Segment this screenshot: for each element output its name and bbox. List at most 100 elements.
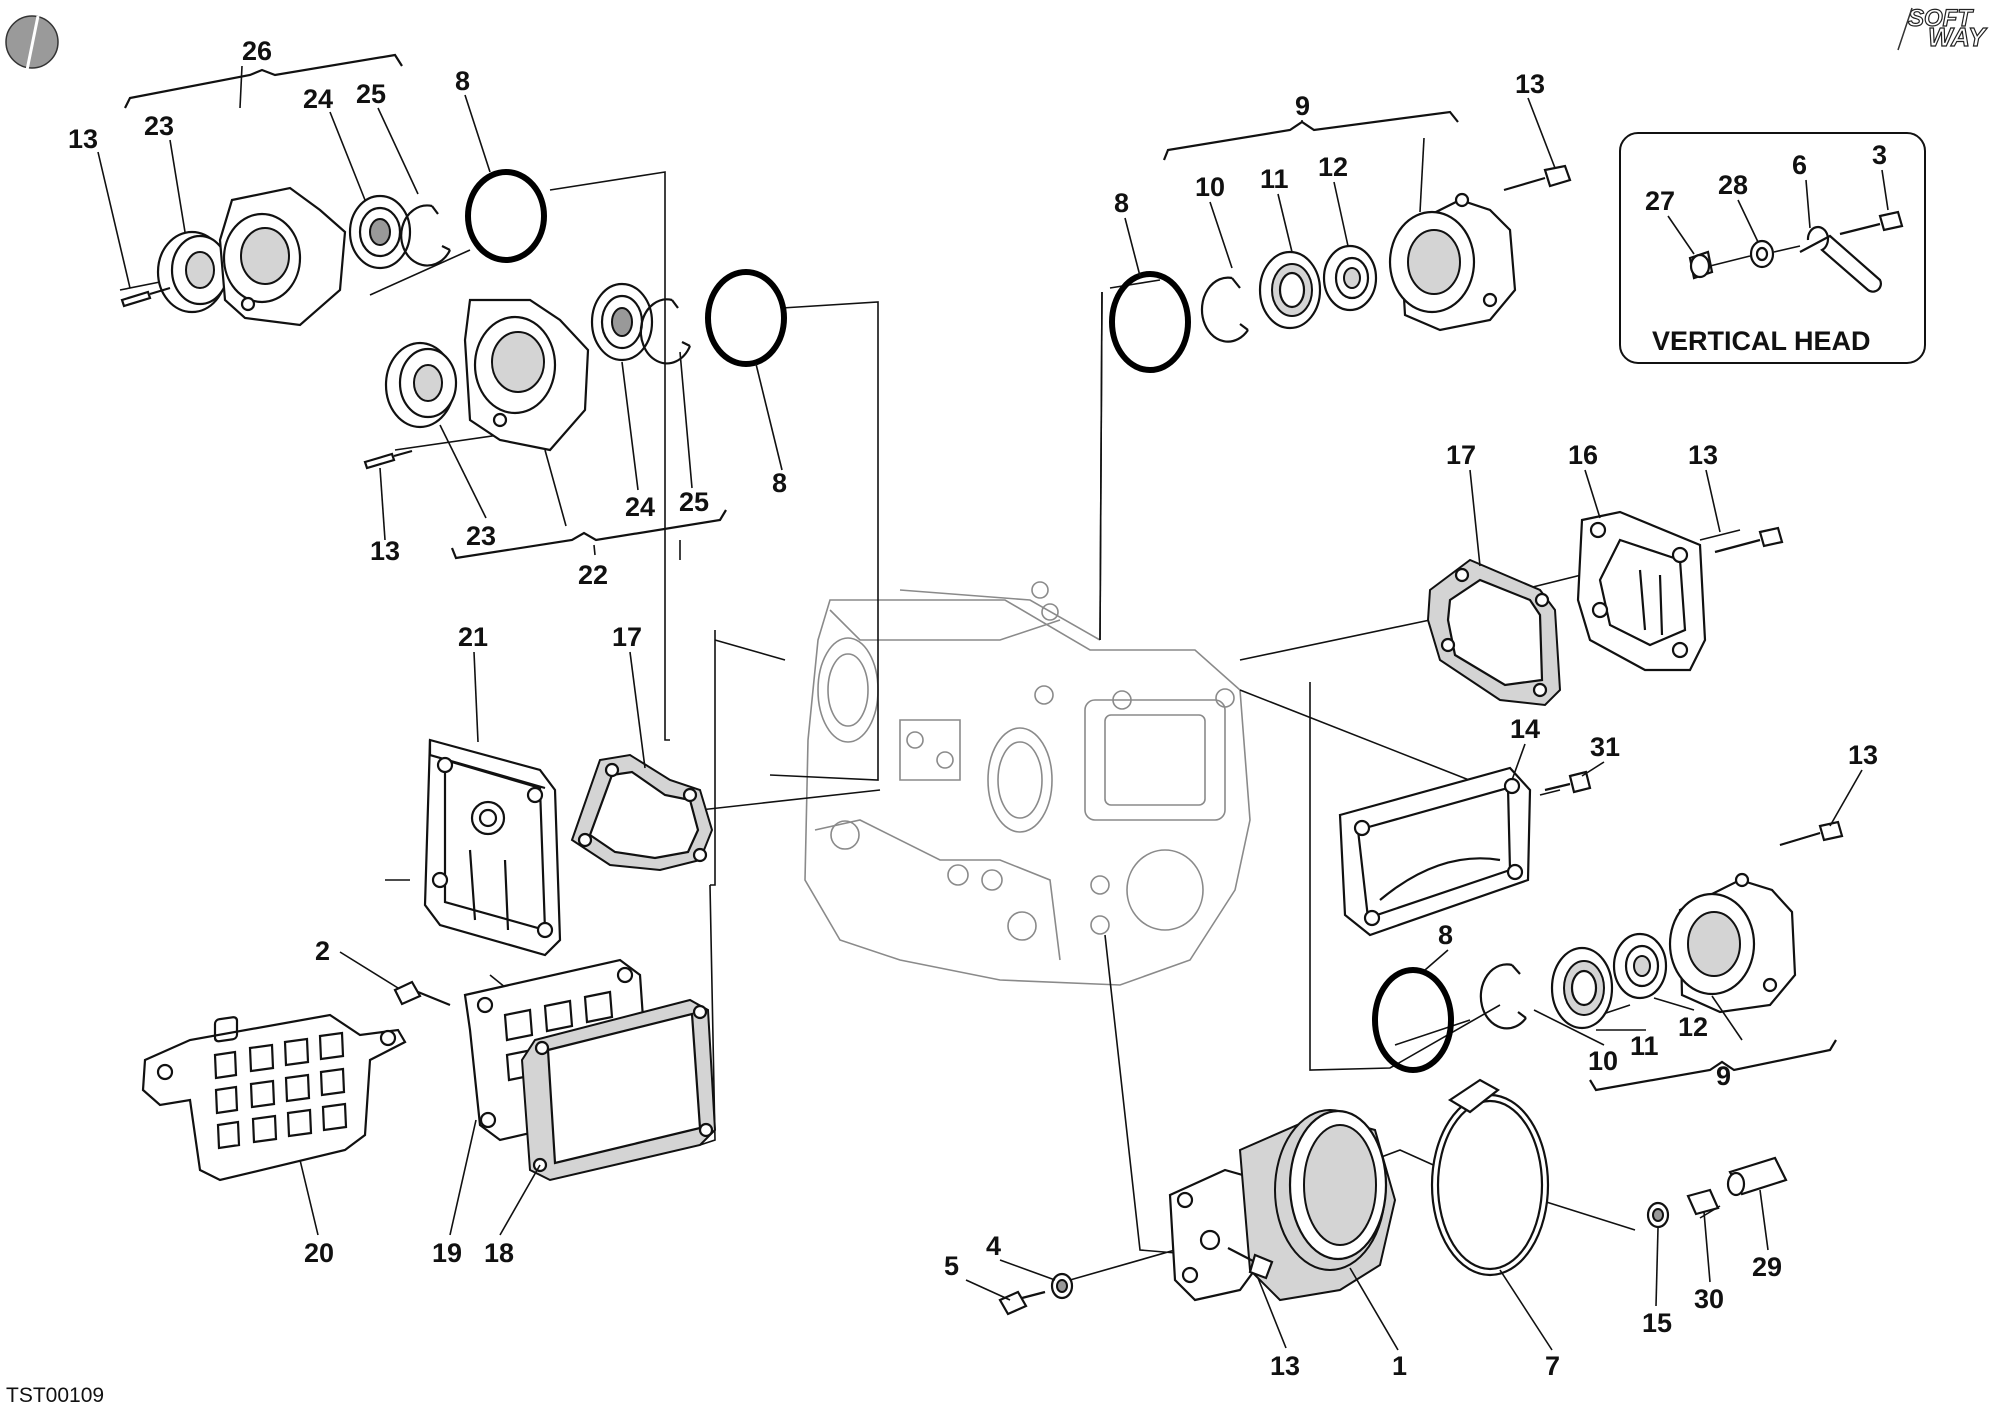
intake-manifold-1 [1168,1109,1397,1302]
callout-26: 26 [242,36,272,66]
svg-text:WAY: WAY [1928,22,1988,52]
callout-10: 10 [1195,172,1225,202]
callout-16: 16 [1568,440,1598,470]
callout-25: 25 [679,487,709,517]
o-ring-8-lower-right [1372,967,1454,1073]
callout-9: 9 [1295,91,1310,121]
svg-text:SOFT: SOFT [1908,5,1974,32]
bearing-24-lower [590,282,654,362]
callout-11: 11 [1630,1031,1659,1061]
screw-13-lower-right [1779,820,1844,847]
seal-12-lower-right [1612,932,1668,1000]
cover-flange-lower-right [1668,872,1797,1014]
seal-12-top-right [1322,244,1378,312]
callout-13: 13 [68,124,98,154]
callout-13: 13 [1848,740,1878,770]
callout-27: 27 [1645,186,1675,216]
callout-8: 8 [1438,920,1453,950]
callout-leaders [97,65,1889,1351]
callout-13: 13 [1270,1351,1300,1381]
callout-19: 19 [432,1238,462,1268]
callout-14: 14 [1510,714,1540,744]
callout-24: 24 [303,84,333,114]
callout-13: 13 [1515,69,1545,99]
callout-29: 29 [1752,1252,1782,1282]
callout-8: 8 [455,66,470,96]
inset-title: VERTICAL HEAD [1652,326,1871,356]
callout-13: 13 [370,536,400,566]
callout-23: 23 [144,111,174,141]
hose-clamp-7 [1430,1078,1550,1277]
screw-31 [1544,770,1592,794]
vertical-head-inset: VERTICAL HEAD [1619,132,1926,364]
corner-disc-icon [5,15,59,71]
needle-bearing-11-top-right [1258,250,1322,330]
callout-8: 8 [1114,188,1129,218]
screw-13-right-mid [1714,526,1784,554]
bearing-housing-lower [463,298,590,452]
drawing-code: TST00109 [6,1384,104,1407]
sensor-29-30-15 [1646,1156,1788,1229]
callout-9: 9 [1716,1061,1731,1091]
gasket-17-left [570,753,714,872]
callout-17: 17 [1446,440,1476,470]
callout-18: 18 [484,1238,514,1268]
cover-14 [1338,766,1532,937]
callout-28: 28 [1718,170,1748,200]
o-ring-8-upper [465,169,547,263]
screw-5 [998,1290,1046,1316]
needle-bearing-11-lower-right [1550,946,1614,1030]
bearing-24-upper [348,194,412,270]
o-ring-8-top-right [1109,271,1191,373]
o-ring-8-lower [705,269,787,367]
cylinder-head-outline [804,581,1251,986]
cover-flange-top-right [1388,192,1517,332]
bearing-assembly-lower-right [1372,820,1844,1073]
cover-21 [423,738,562,957]
callout-10: 10 [1588,1046,1618,1076]
callout-30: 30 [1694,1284,1724,1314]
callout-25: 25 [356,79,386,109]
clip-6 [1799,225,1882,293]
spacer-27 [1688,250,1714,280]
callout-21: 21 [458,622,488,652]
circlip-25-lower [639,298,692,365]
callout-8: 8 [772,468,787,498]
screw-2 [393,980,451,1007]
callout-15: 15 [1642,1308,1672,1338]
callout-7: 7 [1545,1351,1560,1381]
screw-13-bottom [1227,1247,1274,1280]
callout-20: 20 [304,1238,334,1268]
bearing-housing-upper [218,186,347,327]
gasket-18 [520,998,717,1182]
callout-2: 2 [315,936,330,966]
washer-28 [1749,239,1775,269]
screw-13-top-right [1503,164,1572,192]
seal-23-upper [156,230,230,314]
callout-12: 12 [1678,1012,1708,1042]
callout-4: 4 [986,1231,1001,1261]
screw-13-lower [363,449,413,470]
leader-lines [119,171,1821,1281]
callout-17: 17 [612,622,642,652]
bearing-assembly-lower [363,269,787,470]
circlip-10-lower-right [1479,963,1527,1030]
callout-5: 5 [944,1251,959,1281]
circlip-10-top-right [1200,276,1249,343]
callout-1: 1 [1392,1351,1407,1381]
callout-3: 3 [1872,140,1887,170]
callout-12: 12 [1318,152,1348,182]
bearing-assembly-upper [120,169,547,327]
bearing-assembly-top-right [1109,164,1572,373]
callout-31: 31 [1590,732,1620,762]
washer-4 [1050,1272,1074,1300]
bolt-3 [1839,210,1904,236]
screw-13-upper [120,286,171,308]
gasket-17-right [1426,558,1562,707]
callout-13: 13 [1688,440,1718,470]
callout-6: 6 [1792,150,1807,180]
circlip-25-upper [400,204,451,267]
callout-23: 23 [466,521,496,551]
callout-11: 11 [1260,164,1289,194]
